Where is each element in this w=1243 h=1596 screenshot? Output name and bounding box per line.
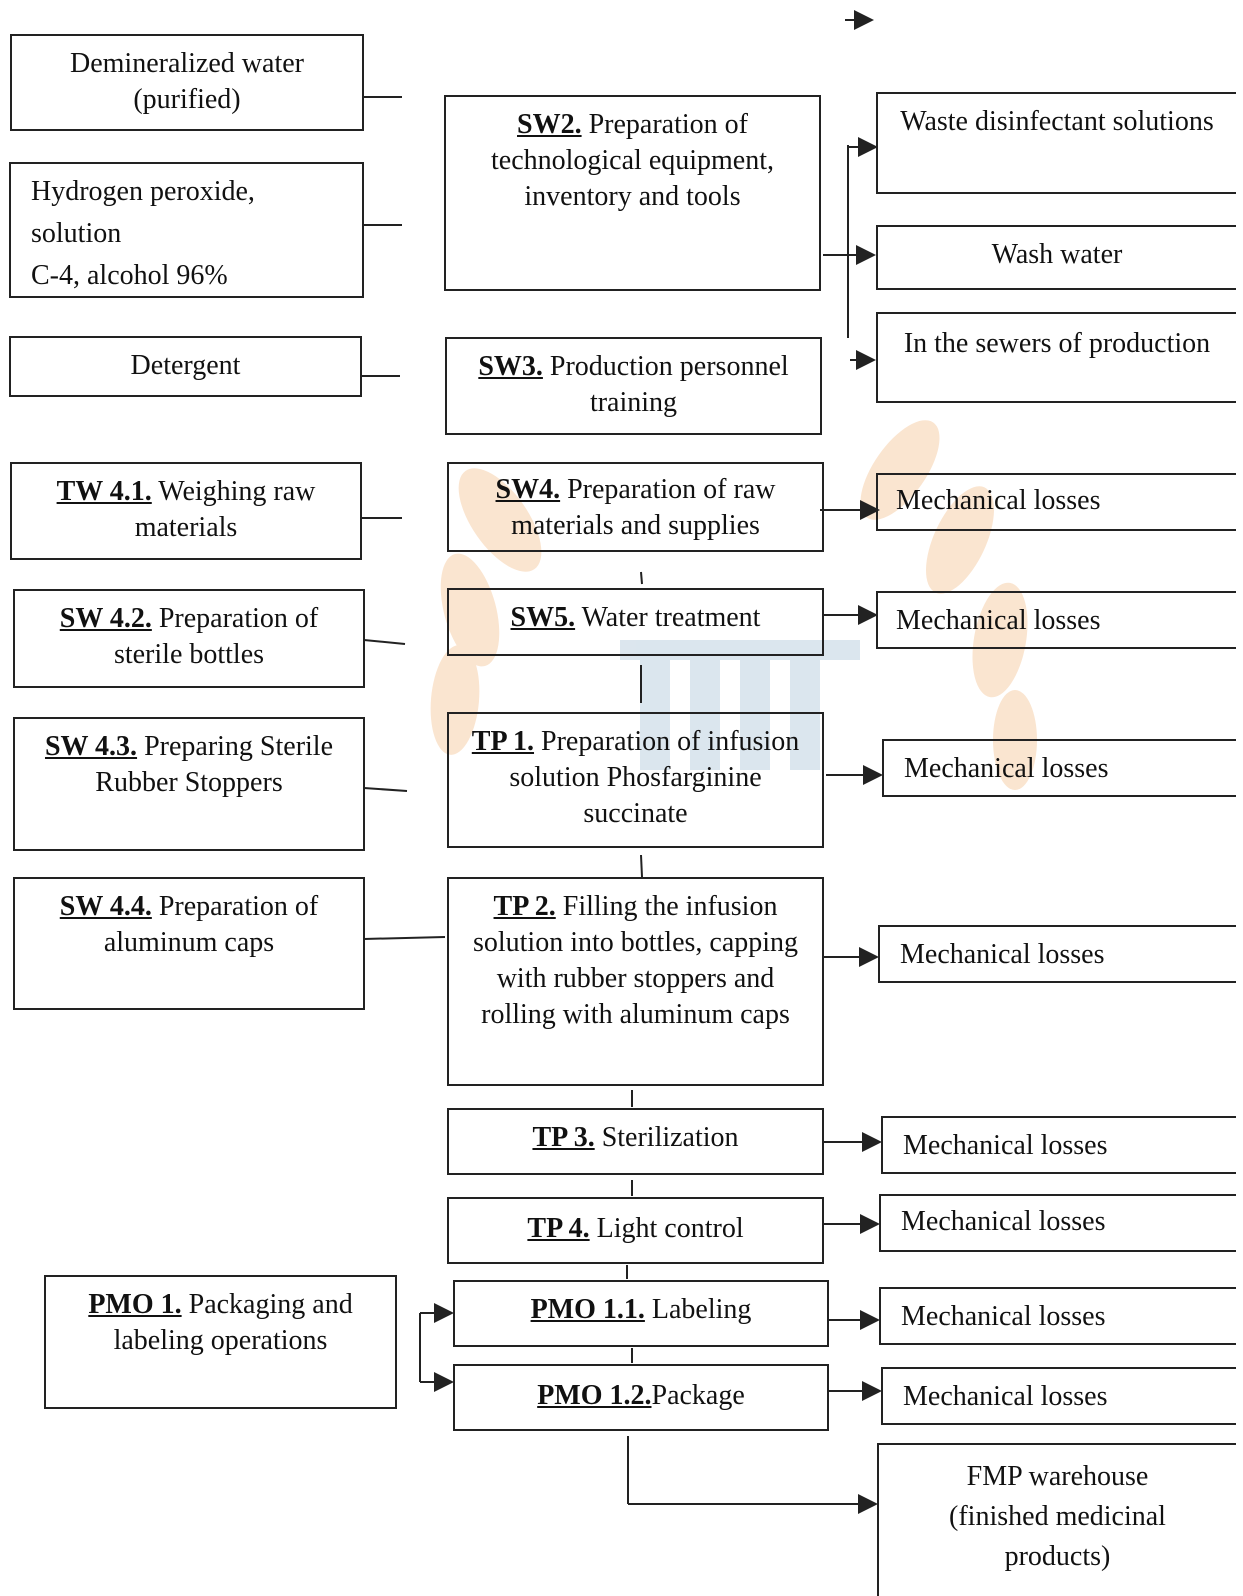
output-mech-losses-7: Mechanical losses	[879, 1287, 1236, 1345]
output-sewers: In the sewers of production	[876, 312, 1236, 403]
input-hydrogen-peroxide-line1: Hydrogen peroxide,	[31, 176, 255, 207]
step-pmo12: PMO 1.2.Package	[453, 1364, 829, 1431]
step-pmo12-code: PMO 1.2.	[537, 1380, 652, 1411]
input-sw42-code: SW 4.2.	[59, 603, 152, 634]
output-mech-losses-2-label: Mechanical losses	[896, 605, 1101, 636]
input-sw44-code: SW 4.4.	[59, 891, 152, 922]
input-sw44-text: Preparation of aluminum caps	[103, 891, 319, 958]
output-mech-losses-5: Mechanical losses	[881, 1116, 1236, 1174]
step-sw4: SW4. Preparation of raw materials and su…	[447, 462, 824, 552]
input-tw41: TW 4.1. Weighing raw materials	[10, 462, 362, 560]
step-tp3-code: TP 3.	[532, 1122, 595, 1153]
step-pmo11-text: Labeling	[644, 1294, 752, 1325]
output-waste-disinfectant-label: Waste disinfectant solutions	[900, 106, 1214, 137]
output-mech-losses-8-label: Mechanical losses	[903, 1381, 1108, 1412]
output-mech-losses-1: Mechanical losses	[876, 473, 1236, 531]
input-sw42-text: Preparation of sterile bottles	[113, 603, 319, 670]
step-tp4-code: TP 4.	[527, 1213, 590, 1244]
step-pmo11-code: PMO 1.1.	[530, 1294, 645, 1325]
output-fmp-warehouse: FMP warehouse (finished medicinal produc…	[877, 1443, 1236, 1596]
output-sewers-label: In the sewers of production	[903, 328, 1211, 359]
step-sw3-code: SW3.	[478, 351, 543, 382]
output-waste-disinfectant: Waste disinfectant solutions	[876, 92, 1236, 194]
step-sw5: SW5. Water treatment	[447, 588, 824, 656]
input-detergent-label: Detergent	[130, 350, 241, 381]
input-sw43-text: Preparing Sterile Rubber Stoppers	[95, 731, 334, 798]
step-sw2-code: SW2.	[517, 109, 582, 140]
output-mech-losses-8: Mechanical losses	[881, 1367, 1236, 1425]
input-sw43-code: SW 4.3.	[44, 731, 138, 762]
step-sw3-text: Production personnel training	[542, 351, 789, 418]
output-mech-losses-6: Mechanical losses	[879, 1194, 1236, 1252]
input-pmo1-code: PMO 1.	[88, 1289, 182, 1320]
input-tw41-code: TW 4.1.	[56, 476, 152, 507]
step-sw4-text: Preparation of raw materials and supplie…	[511, 474, 776, 541]
step-tp3-text: Sterilization	[594, 1122, 739, 1153]
input-pmo1: PMO 1. Packaging and labeling operations	[44, 1275, 397, 1409]
output-mech-losses-2: Mechanical losses	[876, 591, 1236, 649]
step-sw2-text: Preparation of technological equipment, …	[490, 109, 775, 212]
step-pmo12-text: Package	[651, 1380, 745, 1411]
step-tp3: TP 3. Sterilization	[447, 1108, 824, 1175]
step-tp1: TP 1. Preparation of infusion solution P…	[447, 712, 824, 848]
output-mech-losses-1-label: Mechanical losses	[896, 485, 1101, 516]
step-tp2-code: TP 2.	[493, 891, 556, 922]
input-hydrogen-peroxide: Hydrogen peroxide, solution C-4, alcohol…	[9, 162, 364, 298]
input-pmo1-text: Packaging and labeling operations	[113, 1289, 353, 1356]
output-mech-losses-5-label: Mechanical losses	[903, 1130, 1108, 1161]
step-sw2: SW2. Preparation of technological equipm…	[444, 95, 821, 291]
step-tp1-code: TP 1.	[471, 726, 535, 757]
step-sw4-code: SW4.	[495, 474, 561, 505]
step-tp4-text: Light control	[589, 1213, 744, 1244]
step-tp2: TP 2. Filling the infusion solution into…	[447, 877, 824, 1086]
input-demineralized-water-label: Demineralized water (purified)	[70, 48, 304, 115]
input-detergent: Detergent	[9, 336, 362, 397]
input-sw42: SW 4.2. Preparation of sterile bottles	[13, 589, 365, 688]
input-sw44: SW 4.4. Preparation of aluminum caps	[13, 877, 365, 1010]
step-tp1-text: Preparation of infusion solution Phosfar…	[509, 726, 800, 829]
input-demineralized-water: Demineralized water (purified)	[10, 34, 364, 131]
step-tp2-text: Filling the infusion solution into bottl…	[472, 891, 799, 1030]
output-fmp-warehouse-label: FMP warehouse (finished medicinal produc…	[949, 1461, 1166, 1572]
output-mech-losses-4: Mechanical losses	[878, 925, 1236, 983]
output-mech-losses-6-label: Mechanical losses	[901, 1206, 1106, 1237]
output-mech-losses-4-label: Mechanical losses	[900, 939, 1105, 970]
step-sw5-text: Water treatment	[575, 602, 761, 633]
input-hydrogen-peroxide-line3: C-4, alcohol 96%	[31, 260, 228, 291]
output-mech-losses-3: Mechanical losses	[882, 739, 1236, 797]
output-mech-losses-7-label: Mechanical losses	[901, 1301, 1106, 1332]
input-hydrogen-peroxide-line2: solution	[31, 218, 122, 249]
step-sw5-code: SW5.	[510, 602, 576, 633]
output-wash-water: Wash water	[876, 225, 1236, 290]
input-tw41-text: Weighing raw materials	[134, 476, 316, 543]
step-pmo11: PMO 1.1. Labeling	[453, 1280, 829, 1347]
output-wash-water-label: Wash water	[991, 239, 1123, 270]
step-tp4: TP 4. Light control	[447, 1197, 824, 1264]
step-sw3: SW3. Production personnel training	[445, 337, 822, 435]
input-sw43: SW 4.3. Preparing Sterile Rubber Stopper…	[13, 717, 365, 851]
output-mech-losses-3-label: Mechanical losses	[904, 753, 1109, 784]
